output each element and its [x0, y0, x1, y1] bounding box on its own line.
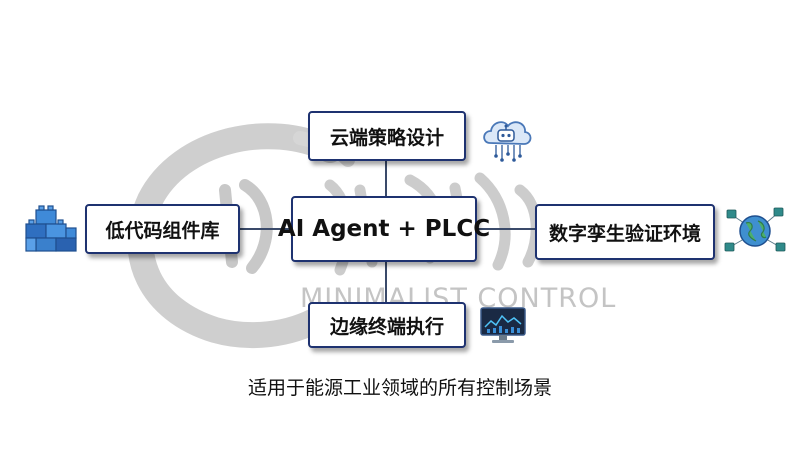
- node-label: 边缘终端执行: [329, 315, 444, 338]
- connector-left: [240, 228, 291, 230]
- node-edge-execution: 边缘终端执行: [308, 302, 466, 348]
- building-blocks-icon: [22, 202, 80, 254]
- node-label: 低代码组件库: [105, 219, 220, 242]
- caption-text: 适用于能源工业领域的所有控制场景: [247, 377, 552, 399]
- node-label: 云端策略设计: [329, 126, 444, 149]
- connector-top: [385, 161, 387, 196]
- node-label: AI Agent + PLCC: [277, 216, 491, 242]
- node-digital-twin-env: 数字孪生验证环境: [535, 204, 715, 260]
- connector-right: [477, 228, 535, 230]
- node-cloud-strategy-design: 云端策略设计: [308, 111, 466, 161]
- node-ai-agent-plcc: AI Agent + PLCC: [278, 196, 490, 262]
- monitor-chart-icon: [478, 305, 528, 345]
- node-label: 数字孪生验证环境: [548, 222, 701, 245]
- network-globe-icon: [722, 203, 788, 257]
- node-low-code-library: 低代码组件库: [85, 204, 240, 254]
- connector-bottom: [385, 262, 387, 302]
- cloud-robot-icon: [478, 113, 534, 165]
